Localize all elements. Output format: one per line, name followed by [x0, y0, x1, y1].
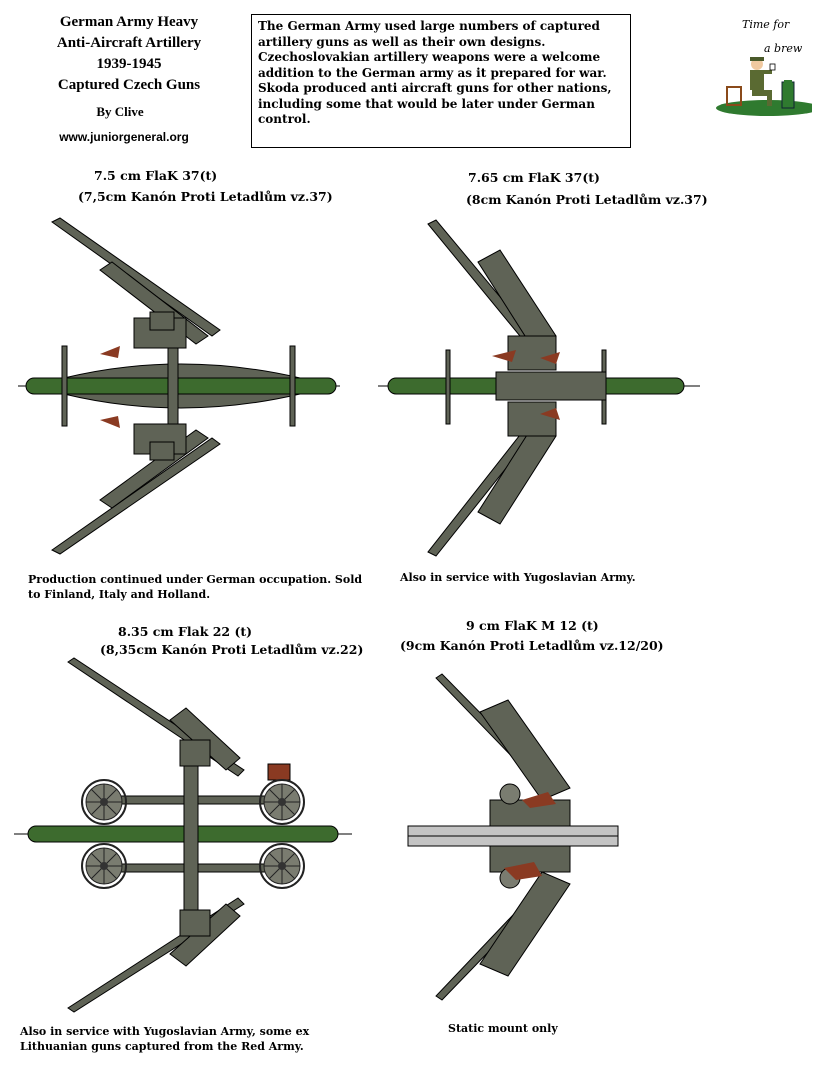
gun-2-czech-name: (8cm Kanón Proti Letadlům vz.37)	[466, 192, 708, 207]
intro-text-box: The German Army used large numbers of ca…	[251, 14, 631, 148]
gun-2-name: 7.65 cm FlaK 37(t)	[468, 170, 600, 185]
gun-1-note: Production continued under German occupa…	[28, 573, 363, 601]
title-line-1: German Army Heavy	[59, 14, 199, 30]
gun-1-illustration	[18, 217, 340, 555]
logo-text-line-1: Time for	[742, 18, 790, 31]
soldier-drinking-icon	[716, 57, 812, 116]
page-title: German Army Heavy Anti-Aircraft Artiller…	[14, 12, 244, 96]
gun-3-name: 8.35 cm Flak 22 (t)	[118, 624, 253, 639]
gun-1-czech-name: (7,5cm Kanón Proti Letadlům vz.37)	[78, 189, 333, 204]
gun-4-czech-name: (9cm Kanón Proti Letadlům vz.12/20)	[400, 638, 664, 653]
gun-1-name: 7.5 cm FlaK 37(t)	[94, 168, 218, 183]
website-link[interactable]: www.juniorgeneral.org	[59, 130, 189, 144]
title-line-2: Anti-Aircraft Artillery	[56, 35, 202, 51]
author: By Clive	[96, 104, 144, 119]
gun-3-czech-name: (8,35cm Kanón Proti Letadlům vz.22)	[100, 642, 364, 657]
gun-2-note: Also in service with Yugoslavian Army.	[400, 571, 636, 584]
title-line-3: 1939-1945	[96, 56, 162, 72]
gun-3-note: Also in service with Yugoslavian Army, s…	[20, 1025, 310, 1053]
gun-4-name: 9 cm FlaK M 12 (t)	[466, 618, 599, 633]
title-line-4: Captured Czech Guns	[57, 77, 201, 93]
gun-4-note: Static mount only	[448, 1022, 558, 1035]
brew-logo: Time for a brew	[712, 12, 812, 116]
gun-3-illustration	[14, 657, 352, 1013]
logo-text-line-2: a brew	[764, 42, 803, 55]
gun-4-illustration	[407, 673, 619, 1001]
gun-2-illustration	[378, 219, 700, 557]
